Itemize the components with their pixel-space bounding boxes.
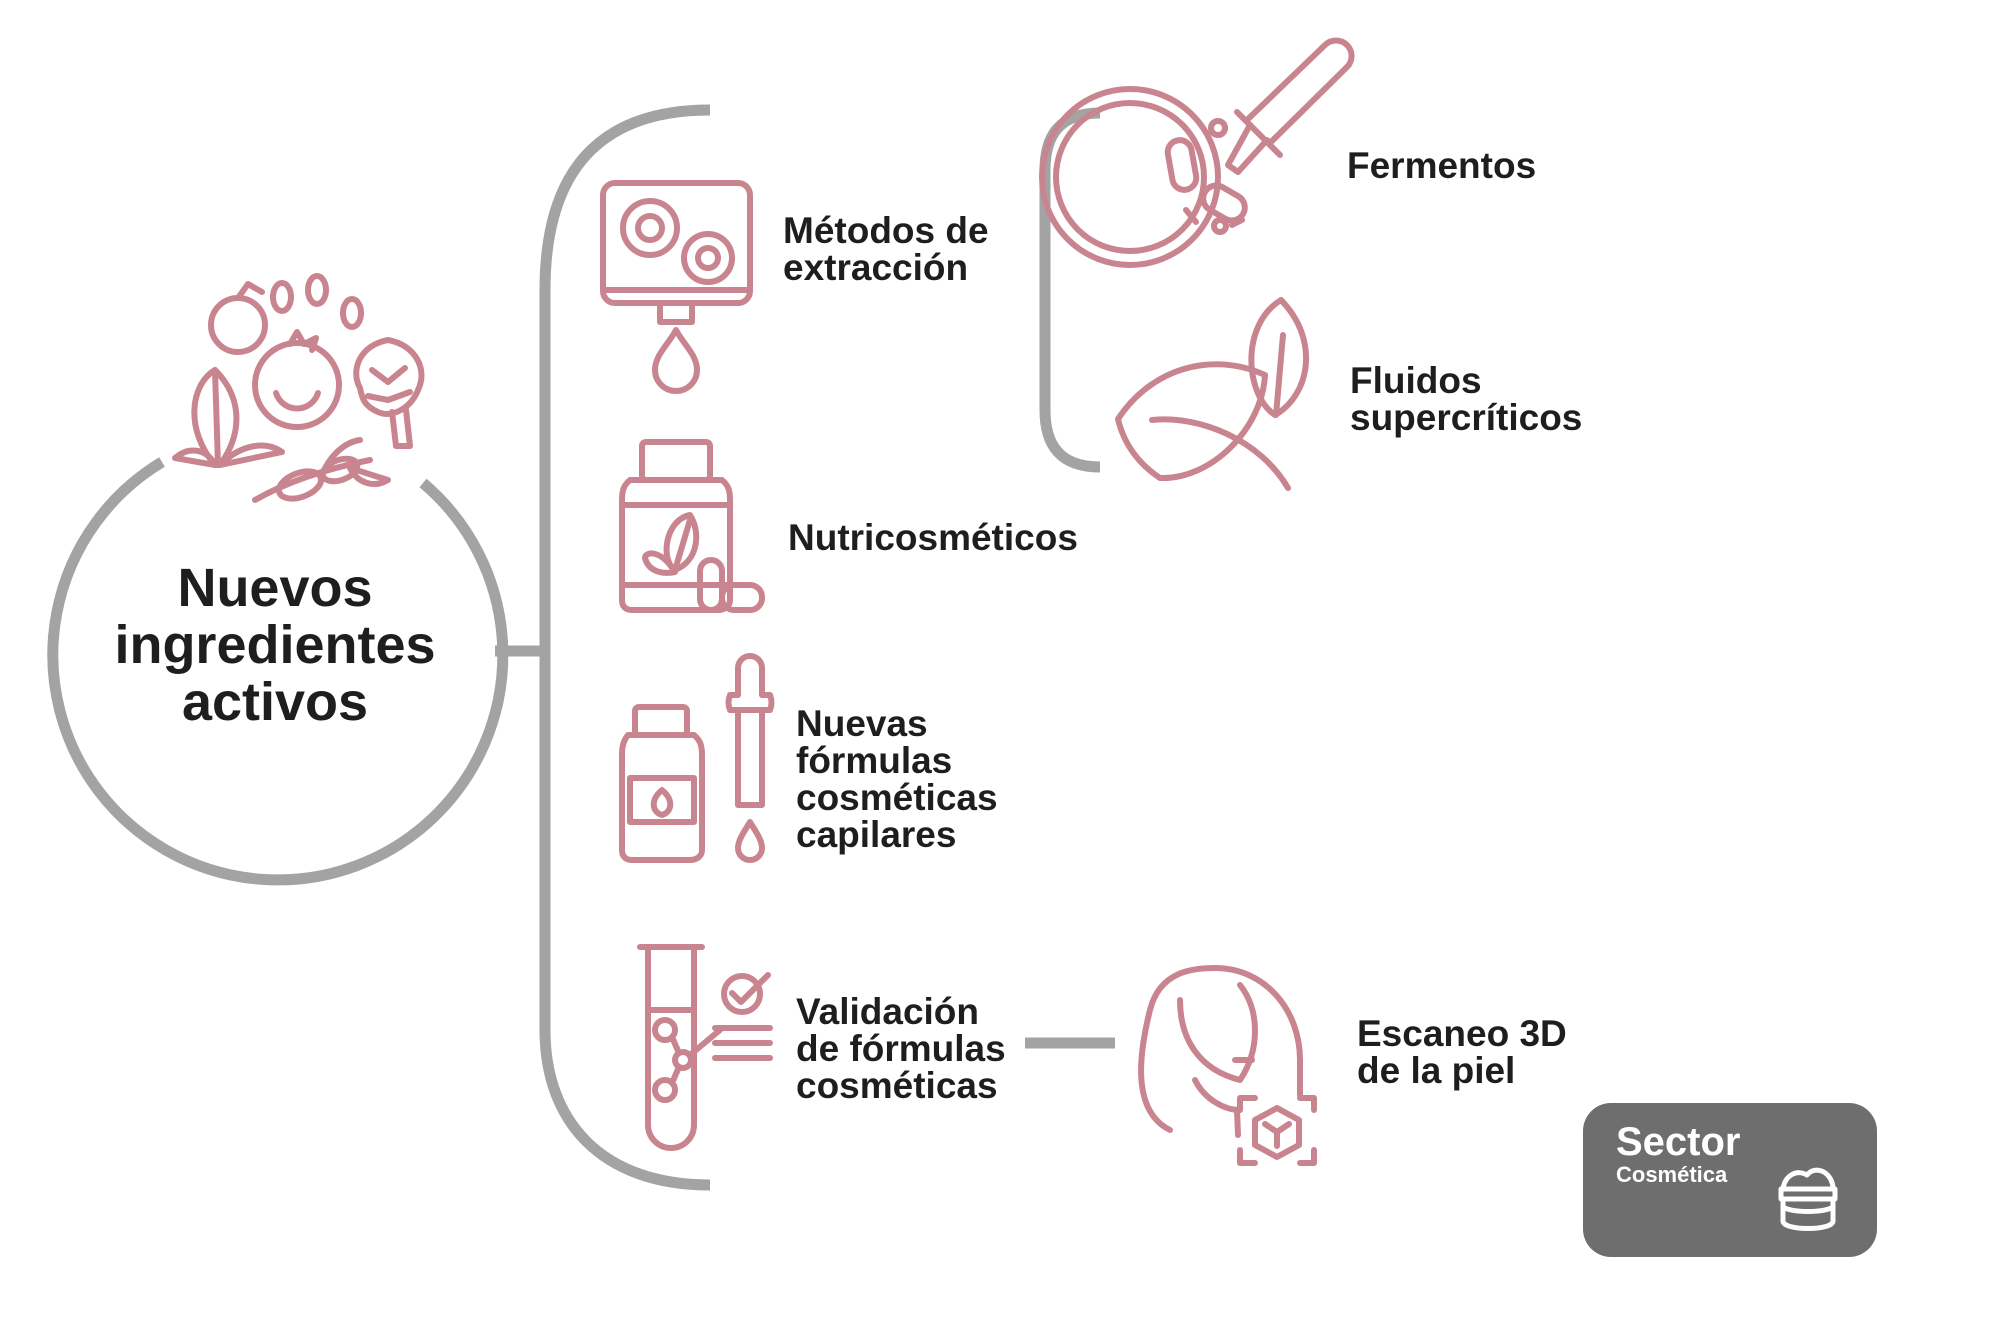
branch-label-validation: Validación de fórmulas cosméticas xyxy=(796,993,1006,1104)
badge-title: Sector xyxy=(1616,1120,1741,1164)
label-line: cosméticas xyxy=(796,1065,998,1106)
label-line: Métodos de xyxy=(783,210,989,251)
center-title: Nuevos ingredientes activos xyxy=(70,560,480,731)
label-line: fórmulas xyxy=(796,740,953,781)
face-3d-scan-icon xyxy=(1138,965,1317,1166)
label-line: Fluidos xyxy=(1350,360,1482,401)
leaves-icon xyxy=(1115,297,1310,491)
center-title-line: ingredientes xyxy=(114,615,436,675)
label-line: supercríticos xyxy=(1350,397,1583,438)
label-line: capilares xyxy=(796,814,957,855)
extraction-machine-icon xyxy=(600,180,753,394)
label-line: Escaneo 3D xyxy=(1357,1013,1567,1054)
test-tube-validation-icon xyxy=(637,944,773,1151)
label-line: de fórmulas xyxy=(796,1028,1006,1069)
sub-branch-label-ferments: Fermentos xyxy=(1347,147,1536,184)
branch-label-hair-formulas: Nuevas fórmulas cosméticas capilares xyxy=(796,705,998,853)
fruits-cluster-icon xyxy=(172,273,425,503)
center-title-line: Nuevos xyxy=(177,558,373,618)
supplement-jar-icon xyxy=(619,439,765,613)
center-circle-outline xyxy=(47,457,509,886)
sub-bracket xyxy=(1039,107,1101,473)
hair-serum-dropper-icon xyxy=(619,653,775,863)
branch-label-extraction: Métodos de extracción xyxy=(783,212,989,286)
label-line: Nuevas xyxy=(796,703,928,744)
label-line: Nutricosméticos xyxy=(788,517,1078,558)
badge-subtitle: Cosmética xyxy=(1616,1162,1728,1187)
label-line: Validación xyxy=(796,991,980,1032)
sector-badge: Sector Cosmética xyxy=(1583,1103,1877,1257)
label-line: cosméticas xyxy=(796,777,998,818)
main-bracket xyxy=(539,104,711,1191)
label-line: Fermentos xyxy=(1347,145,1537,186)
skin-scan-label: Escaneo 3D de la piel xyxy=(1357,1015,1567,1089)
center-title-line: activos xyxy=(181,672,369,732)
petri-dish-dropper-icon xyxy=(1039,37,1355,268)
branch-label-nutricosmetics: Nutricosméticos xyxy=(788,519,1078,556)
sub-branch-label-supercritical-fluids: Fluidos supercríticos xyxy=(1350,362,1582,436)
connectors xyxy=(47,104,1115,1191)
cream-jar-icon xyxy=(1778,1167,1838,1231)
label-line: de la piel xyxy=(1357,1050,1516,1091)
label-line: extracción xyxy=(783,247,969,288)
